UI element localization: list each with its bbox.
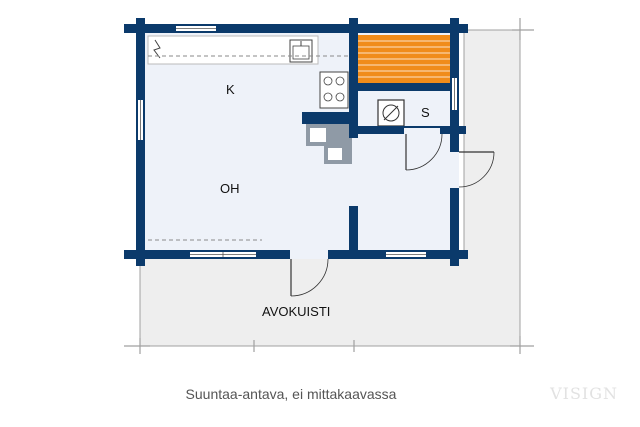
sink-icon bbox=[289, 39, 313, 63]
door-sauna bbox=[404, 128, 443, 171]
room-label-porch: AVOKUISTI bbox=[262, 304, 330, 319]
sauna-stove-icon bbox=[377, 99, 405, 127]
sauna-bench bbox=[358, 35, 452, 83]
room-label-kitchen: K bbox=[226, 82, 235, 97]
brand-logo: VISIGN bbox=[550, 384, 618, 403]
caption-text: Suuntaa-antava, ei mittakaavassa bbox=[185, 386, 397, 402]
door-entrance bbox=[290, 250, 329, 297]
room-label-sauna: S bbox=[421, 105, 430, 120]
stove-icon bbox=[319, 71, 349, 109]
room-label-living: OH bbox=[220, 181, 240, 196]
door-washroom bbox=[450, 151, 495, 188]
fireplace-icon bbox=[306, 124, 352, 164]
